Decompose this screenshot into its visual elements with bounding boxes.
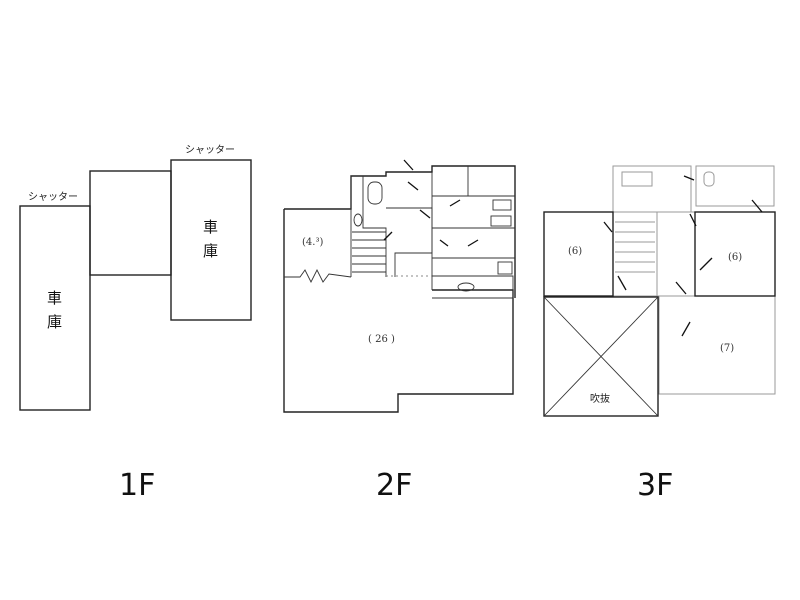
garage-right-char-2: 庫: [203, 242, 218, 260]
bath-wall: [386, 207, 433, 277]
floor-label-2f: 2F: [376, 468, 412, 503]
stove-box-1: [492, 199, 512, 211]
counter-outline: [432, 275, 514, 299]
room-label-6-left: (6): [568, 246, 582, 257]
room-7-outline: [658, 295, 776, 395]
door-ticks-3f: [603, 175, 763, 337]
floor-label-3f: 3F: [637, 468, 673, 503]
stair-treads-2f: [352, 231, 386, 273]
zigzag-partition: [284, 268, 352, 284]
garage-left-outline: [19, 205, 91, 411]
stair-area-3f: [612, 211, 658, 297]
stair-treads-3f: [615, 221, 655, 273]
shutter-label-right: シャッター: [185, 144, 235, 156]
toilet-fixture-3f: [703, 171, 715, 187]
kitchen-partitions: [432, 166, 515, 259]
toilet-fixture-2f: [367, 181, 383, 205]
room-6-right-outline: [694, 211, 776, 297]
garage-left-char-2: 庫: [47, 313, 62, 331]
bathtub-3f: [621, 171, 653, 187]
floor-3-plan: (6) (6) (7) 吹抜 3F: [543, 165, 776, 503]
toilet-wall: [362, 176, 387, 277]
center-block-outline: [89, 170, 172, 276]
room-label-4-3: (4.³): [302, 237, 323, 248]
stove-box-2: [490, 215, 512, 227]
upper-outline: [284, 165, 516, 298]
room-6-left-outline: [543, 211, 614, 297]
void-label: 吹抜: [590, 392, 610, 405]
room-label-6-right: (6): [728, 252, 742, 263]
void-cross-2: [543, 296, 659, 417]
floor-label-1f: 1F: [119, 468, 155, 503]
corridor-3f: [656, 211, 696, 297]
garage-right-outline: [170, 159, 252, 321]
floor-1-plan: シャッター シャッター 車 庫 車 庫 1F: [19, 144, 252, 503]
floor-2-plan: (4.³) ( 26 ) 2F: [283, 159, 516, 503]
door-ticks-2f: [383, 159, 479, 247]
kitchen-sink: [457, 282, 475, 292]
shutter-label-left: シャッター: [28, 191, 78, 203]
garage-right-char-1: 車: [203, 218, 218, 236]
upper-right-room-3f: [695, 165, 775, 207]
fridge-box: [497, 261, 513, 275]
room-label-7: (7): [720, 343, 734, 354]
void-outline: [543, 296, 659, 417]
sink-fixture-2f: [353, 213, 363, 227]
garage-left-char-1: 車: [47, 289, 62, 307]
room-label-26: ( 26 ): [368, 334, 395, 345]
